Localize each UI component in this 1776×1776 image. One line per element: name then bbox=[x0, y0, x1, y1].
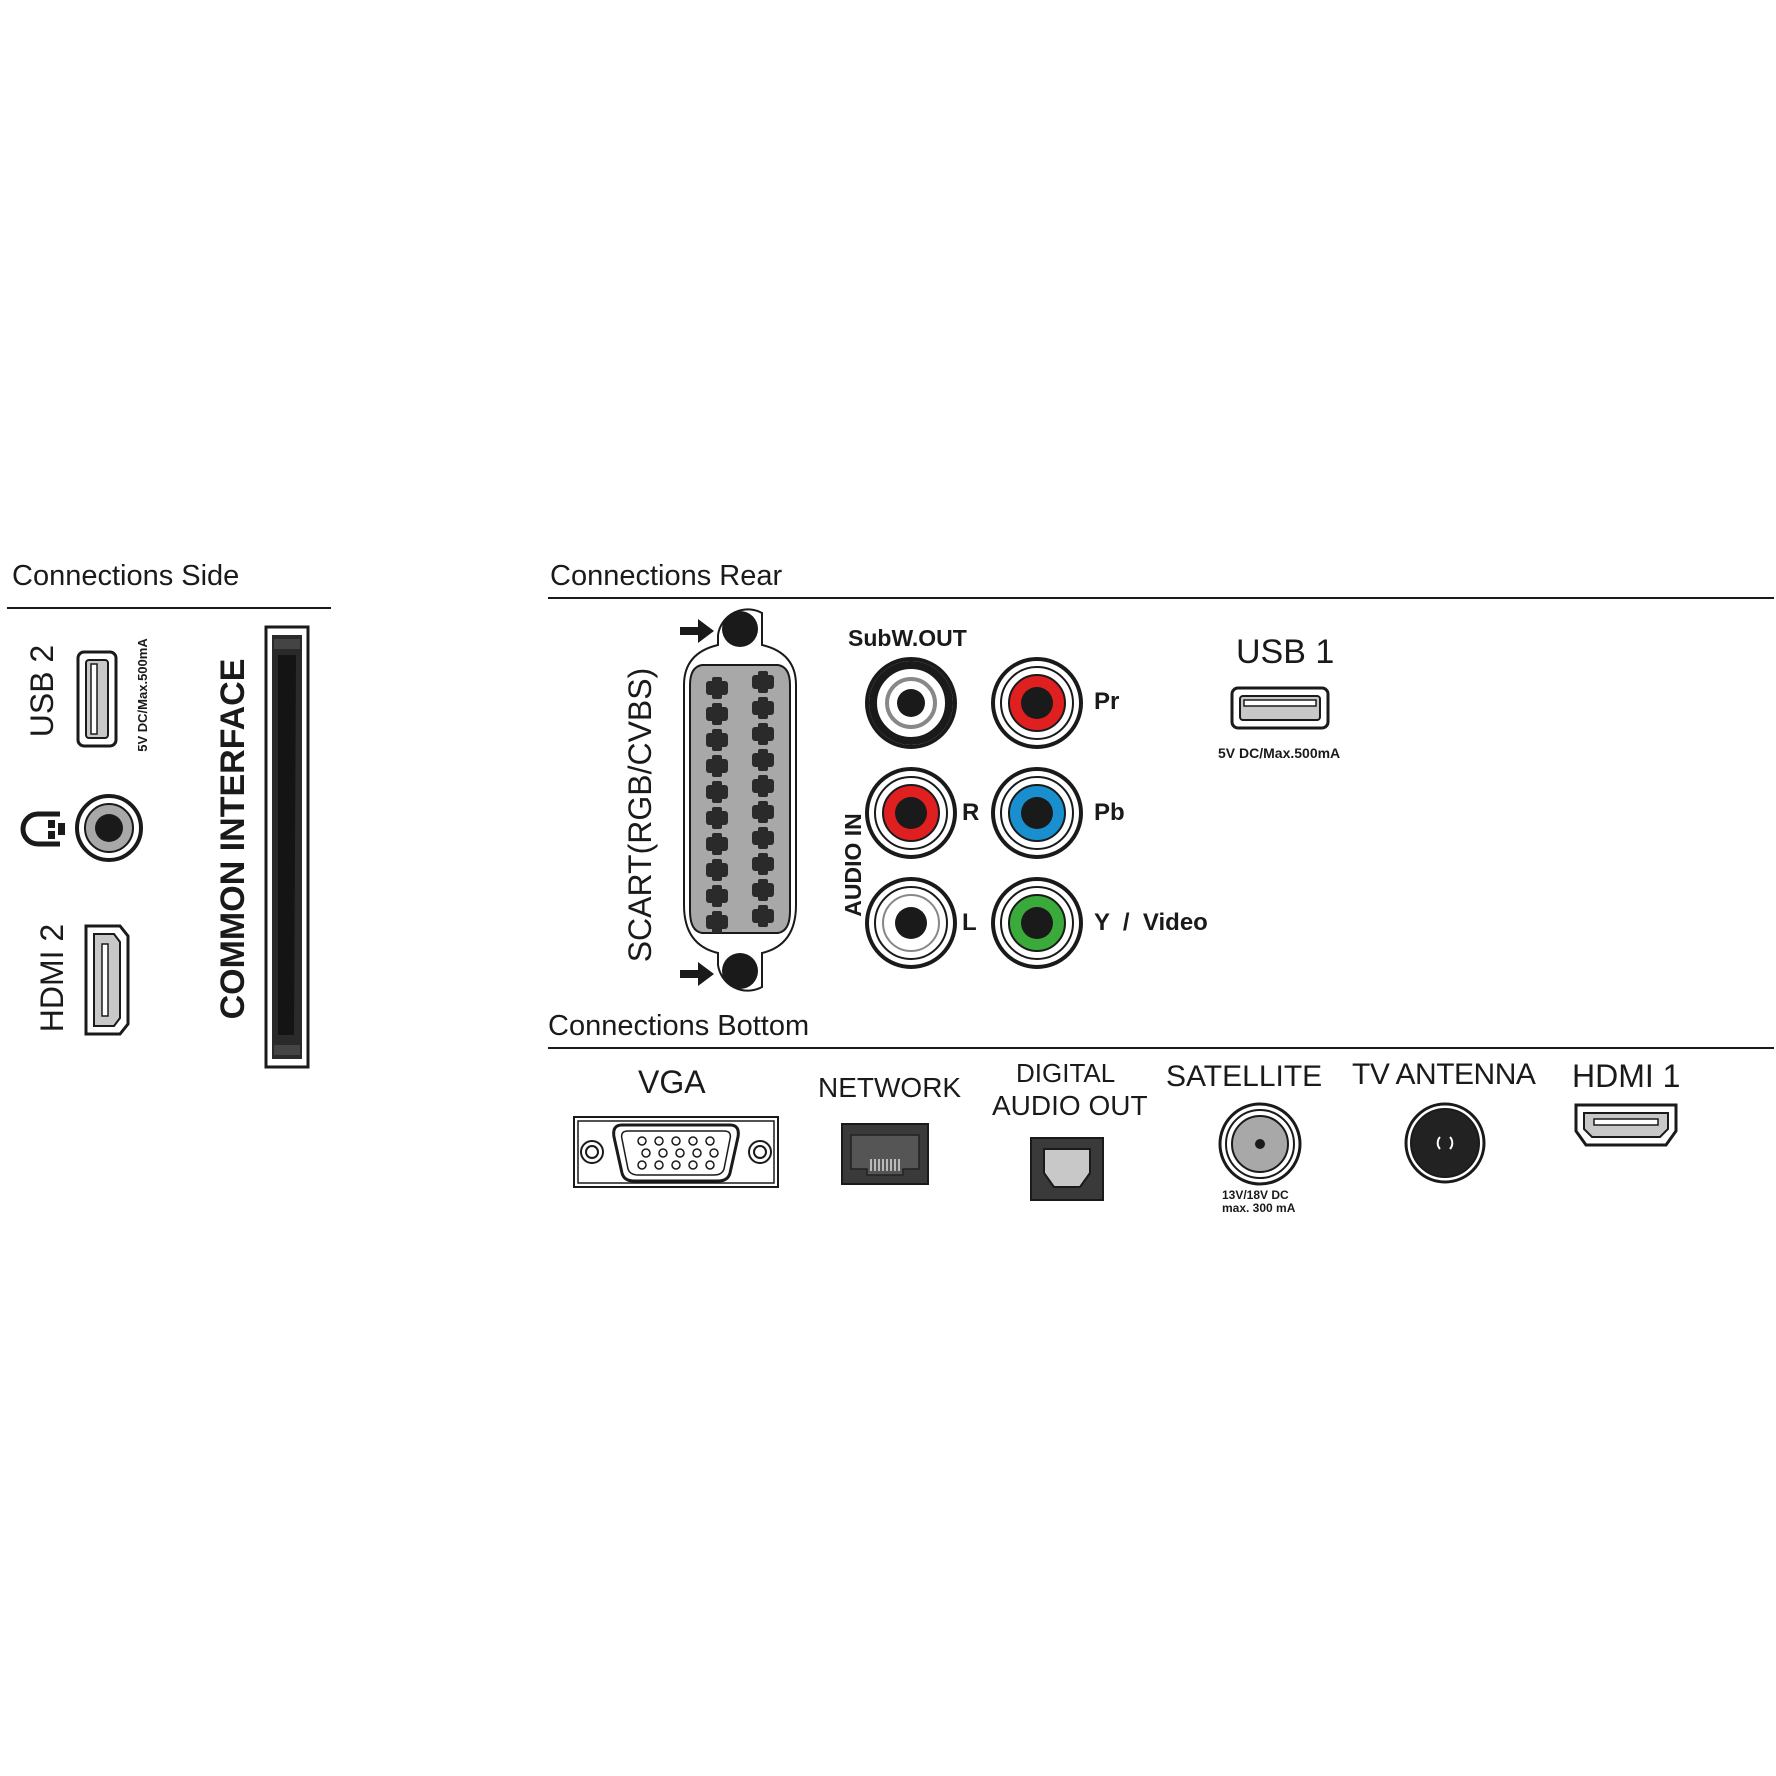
hdmi1-port-icon[interactable] bbox=[1572, 1101, 1680, 1149]
network-port-icon[interactable] bbox=[841, 1123, 929, 1185]
pb-jack-icon[interactable] bbox=[990, 766, 1084, 860]
rear-section-title: Connections Rear bbox=[550, 560, 783, 592]
bottom-divider bbox=[548, 1047, 1774, 1049]
subwoofer-out-label: SubW.OUT bbox=[848, 625, 967, 651]
audio-out-label: AUDIO OUT bbox=[992, 1090, 1148, 1121]
bottom-section-title: Connections Bottom bbox=[548, 1010, 810, 1042]
satellite-port-icon[interactable] bbox=[1218, 1102, 1302, 1186]
pb-label: Pb bbox=[1094, 799, 1125, 826]
audio-right-label: R bbox=[962, 799, 980, 826]
common-interface-label: COMMON INTERFACE bbox=[214, 658, 252, 1020]
tv-antenna-label: TV ANTENNA bbox=[1352, 1058, 1536, 1091]
rear-divider bbox=[548, 597, 1774, 599]
vga-port-icon[interactable] bbox=[572, 1115, 780, 1189]
usb1-spec-label: 5V DC/Max.500mA bbox=[1218, 745, 1341, 761]
side-divider bbox=[7, 607, 331, 609]
audio-left-label: L bbox=[962, 909, 977, 936]
hdmi2-label: HDMI 2 bbox=[34, 923, 70, 1033]
audio-left-jack-icon[interactable] bbox=[864, 876, 958, 970]
audio-in-label: AUDIO IN bbox=[840, 813, 866, 917]
y-video-jack-icon[interactable] bbox=[990, 876, 1084, 970]
scart-label: SCART(RGB/CVBS) bbox=[622, 667, 658, 963]
satellite-label: SATELLITE bbox=[1166, 1060, 1323, 1093]
scart-arrow-bottom-icon bbox=[680, 962, 714, 986]
pr-jack-icon[interactable] bbox=[990, 656, 1084, 750]
usb2-port-icon[interactable] bbox=[76, 650, 118, 748]
tv-antenna-port-icon[interactable] bbox=[1404, 1102, 1486, 1184]
scart-port-icon[interactable] bbox=[678, 605, 802, 995]
usb1-label: USB 1 bbox=[1236, 633, 1335, 671]
common-interface-slot-icon[interactable] bbox=[264, 625, 310, 1069]
headphone-jack-icon[interactable] bbox=[74, 793, 144, 863]
subwoofer-jack-icon[interactable] bbox=[864, 656, 958, 750]
usb2-spec-label: 5V DC/Max.500mA bbox=[135, 638, 150, 752]
vga-label: VGA bbox=[638, 1064, 706, 1100]
satellite-spec-2: max. 300 mA bbox=[1222, 1201, 1296, 1215]
pr-label: Pr bbox=[1094, 688, 1120, 715]
network-label: NETWORK bbox=[818, 1072, 962, 1103]
usb1-port-icon[interactable] bbox=[1230, 686, 1330, 730]
scart-arrow-top-icon bbox=[680, 619, 714, 643]
y-video-label: Y / Video bbox=[1094, 909, 1208, 936]
side-section-title: Connections Side bbox=[12, 560, 240, 592]
usb2-label: USB 2 bbox=[24, 644, 60, 738]
satellite-spec-1: 13V/18V DC bbox=[1222, 1188, 1289, 1202]
hdmi1-label: HDMI 1 bbox=[1572, 1058, 1681, 1094]
headphone-icon bbox=[20, 811, 65, 847]
audio-right-jack-icon[interactable] bbox=[864, 766, 958, 860]
digital-label: DIGITAL bbox=[1016, 1058, 1116, 1088]
hdmi2-port-icon[interactable] bbox=[82, 922, 132, 1038]
optical-port-icon[interactable] bbox=[1030, 1137, 1104, 1201]
